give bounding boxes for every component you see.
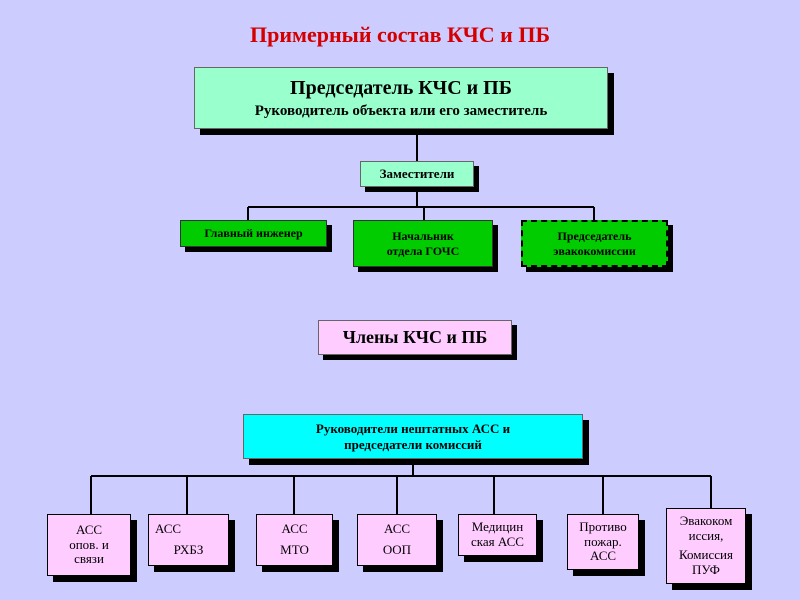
service-line: иссия, <box>688 528 724 544</box>
service-line: Противо <box>579 518 627 534</box>
service-box-warning-comm: АСС опов. и связи <box>47 514 131 576</box>
chairman-subtitle: Руководитель объекта или его заместитель <box>254 103 548 119</box>
gochs-head-box: Начальник отдела ГОЧС <box>353 220 493 267</box>
gochs-head-line: отдела ГОЧС <box>386 243 460 258</box>
service-line: МТО <box>280 542 309 557</box>
heads-line: председатели комиссий <box>344 436 482 452</box>
service-line: ская АСС <box>471 534 524 549</box>
deputies-box: Заместители <box>360 161 474 187</box>
service-line: РХБЗ <box>173 542 204 557</box>
service-line: АСС <box>75 521 103 537</box>
service-line: Медицин <box>471 519 524 535</box>
chairman-box: Председатель КЧС и ПБ Руководитель объек… <box>194 67 608 129</box>
chief-engineer-label: Главный инженер <box>204 226 303 241</box>
evac-chair-box: Председатель эвакокомиссии <box>521 220 668 267</box>
service-box-mto: АСС МТО <box>256 514 333 566</box>
service-box-rhbz: АСС РХБЗ <box>148 514 229 566</box>
service-line: АСС <box>281 521 308 537</box>
service-line: ООП <box>382 542 412 557</box>
service-line: Комиссия <box>679 547 733 562</box>
service-line: ПУФ <box>692 561 720 577</box>
heads-line: Руководители нештатных АСС и <box>315 420 511 436</box>
heads-box: Руководители нештатных АСС и председател… <box>243 414 583 459</box>
service-line: Эвакоком <box>679 513 733 529</box>
chairman-title: Председатель КЧС и ПБ <box>290 77 512 99</box>
evac-chair-line: эвакокомиссии <box>553 243 636 258</box>
gochs-head-line: Начальник <box>392 229 454 244</box>
service-line: связи <box>74 551 104 567</box>
service-line: опов. и <box>69 536 109 552</box>
members-label: Члены КЧС и ПБ <box>342 326 488 347</box>
page-title: Примерный состав КЧС и ПБ <box>249 22 551 47</box>
service-line: АСС <box>589 548 617 564</box>
service-box-evac-puf: Эвакоком иссия, Комиссия ПУФ <box>666 508 746 584</box>
chief-engineer-box: Главный инженер <box>180 220 327 247</box>
service-line: АСС <box>155 521 182 537</box>
deputies-label: Заместители <box>379 166 455 182</box>
service-line: пожар. <box>584 533 622 549</box>
members-box: Члены КЧС и ПБ <box>318 320 512 355</box>
service-line: АСС <box>383 521 411 537</box>
service-box-fire: Противо пожар. АСС <box>567 514 639 570</box>
service-box-medical: Медицин ская АСС <box>458 514 537 556</box>
evac-chair-line: Председатель <box>557 229 632 244</box>
service-box-oop: АСС ООП <box>357 514 437 566</box>
